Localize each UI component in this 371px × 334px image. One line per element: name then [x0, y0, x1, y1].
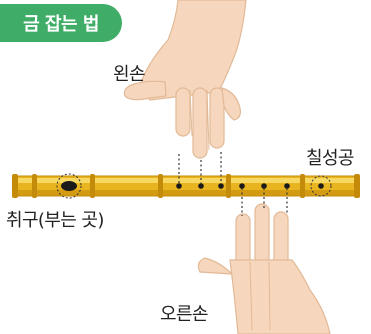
- right-hand-icon: [197, 203, 331, 334]
- mouthpiece-label: 취구(부는 곳): [6, 210, 104, 231]
- danso-flute-icon: [12, 152, 360, 216]
- seventh-hole-label: 칠성공: [306, 148, 354, 169]
- right-hand-label: 오른손: [160, 304, 208, 325]
- section-title-text: 금 잡는 법: [23, 14, 99, 35]
- left-hand-icon: [123, 0, 247, 159]
- left-hand-label: 왼손: [113, 64, 146, 85]
- section-title-badge: 금 잡는 법: [0, 4, 122, 42]
